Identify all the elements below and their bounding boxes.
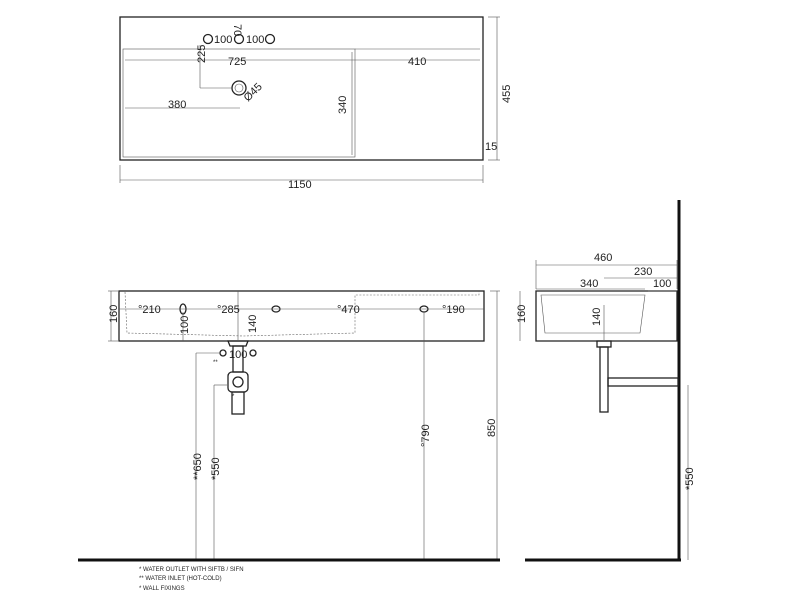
drain-fitting (227, 340, 249, 347)
inlet-marker: ** (213, 360, 218, 366)
front-view: 160 °210 °285 °470 °190 100 140 100 ** *… (78, 290, 500, 562)
dim-top-455: 455 (501, 85, 513, 103)
dim-top-1150: 1150 (288, 179, 312, 191)
dim-top-70: 70 (231, 24, 243, 36)
dim-top-100b: 100 (246, 34, 264, 46)
dim-top-410: 410 (408, 56, 426, 68)
dim-side-230: 230 (634, 266, 652, 278)
note-wall-fixings: * WALL FIXINGS (139, 586, 185, 592)
dim-top-725: 725 (228, 56, 246, 68)
dim-side-140: 140 (591, 308, 603, 326)
side-siphon-pipe (599, 346, 609, 413)
inlet-valve-right (249, 349, 257, 357)
dim-front-100v: 100 (179, 316, 191, 334)
dim-top-100a: 100 (214, 34, 232, 46)
side-wall-pipe (607, 377, 679, 387)
basin-outline-top (119, 16, 484, 161)
dim-front-210: °210 (138, 304, 161, 316)
dim-front-285: °285 (217, 304, 240, 316)
dim-side-160: 160 (516, 305, 528, 323)
tap-hole-center (233, 33, 245, 45)
dim-front-470: °470 (337, 304, 360, 316)
dim-top-340: 340 (337, 96, 349, 114)
dim-front-100h: 100 (229, 349, 247, 361)
dim-top-380: 380 (168, 99, 186, 111)
dim-front-160: 160 (108, 305, 120, 323)
notes: * WATER OUTLET WITH SIFTB / SIFN ** WATE… (139, 567, 244, 592)
dim-side-550: *550 (684, 467, 696, 490)
dim-front-850: 850 (486, 419, 498, 437)
dim-front-140: 140 (247, 315, 259, 333)
dim-top-15: 15 (485, 141, 497, 153)
dim-side-340: 340 (580, 278, 598, 290)
dim-side-100: 100 (653, 278, 671, 290)
dim-front-650: **650 (192, 453, 204, 480)
side-view: 460 230 340 100 160 140 *550 (516, 200, 696, 562)
tap-hole-left (202, 33, 214, 45)
dim-front-550: *550 (210, 457, 222, 480)
outlet-marker: * (232, 394, 235, 400)
note-outlet: * WATER OUTLET WITH SIFTB / SIFN (139, 567, 244, 573)
tap-hole-right (264, 33, 276, 45)
dim-top-225: 225 (196, 45, 208, 63)
basin-outline-front (118, 290, 485, 342)
dim-side-460: 460 (594, 252, 612, 264)
basin-outline-side (535, 290, 678, 342)
top-view: 100 70 100 225 725 410 380 340 Ø45 455 1… (119, 16, 513, 191)
bowl-outline-top (122, 48, 356, 158)
dim-front-190: °190 (442, 304, 465, 316)
note-inlet: ** WATER INLET (HOT-COLD) (139, 576, 222, 582)
siphon-trap (227, 371, 249, 393)
inlet-valve-left (219, 349, 227, 357)
dim-front-790: °790 (420, 424, 432, 447)
side-drain-fitting (596, 340, 612, 348)
